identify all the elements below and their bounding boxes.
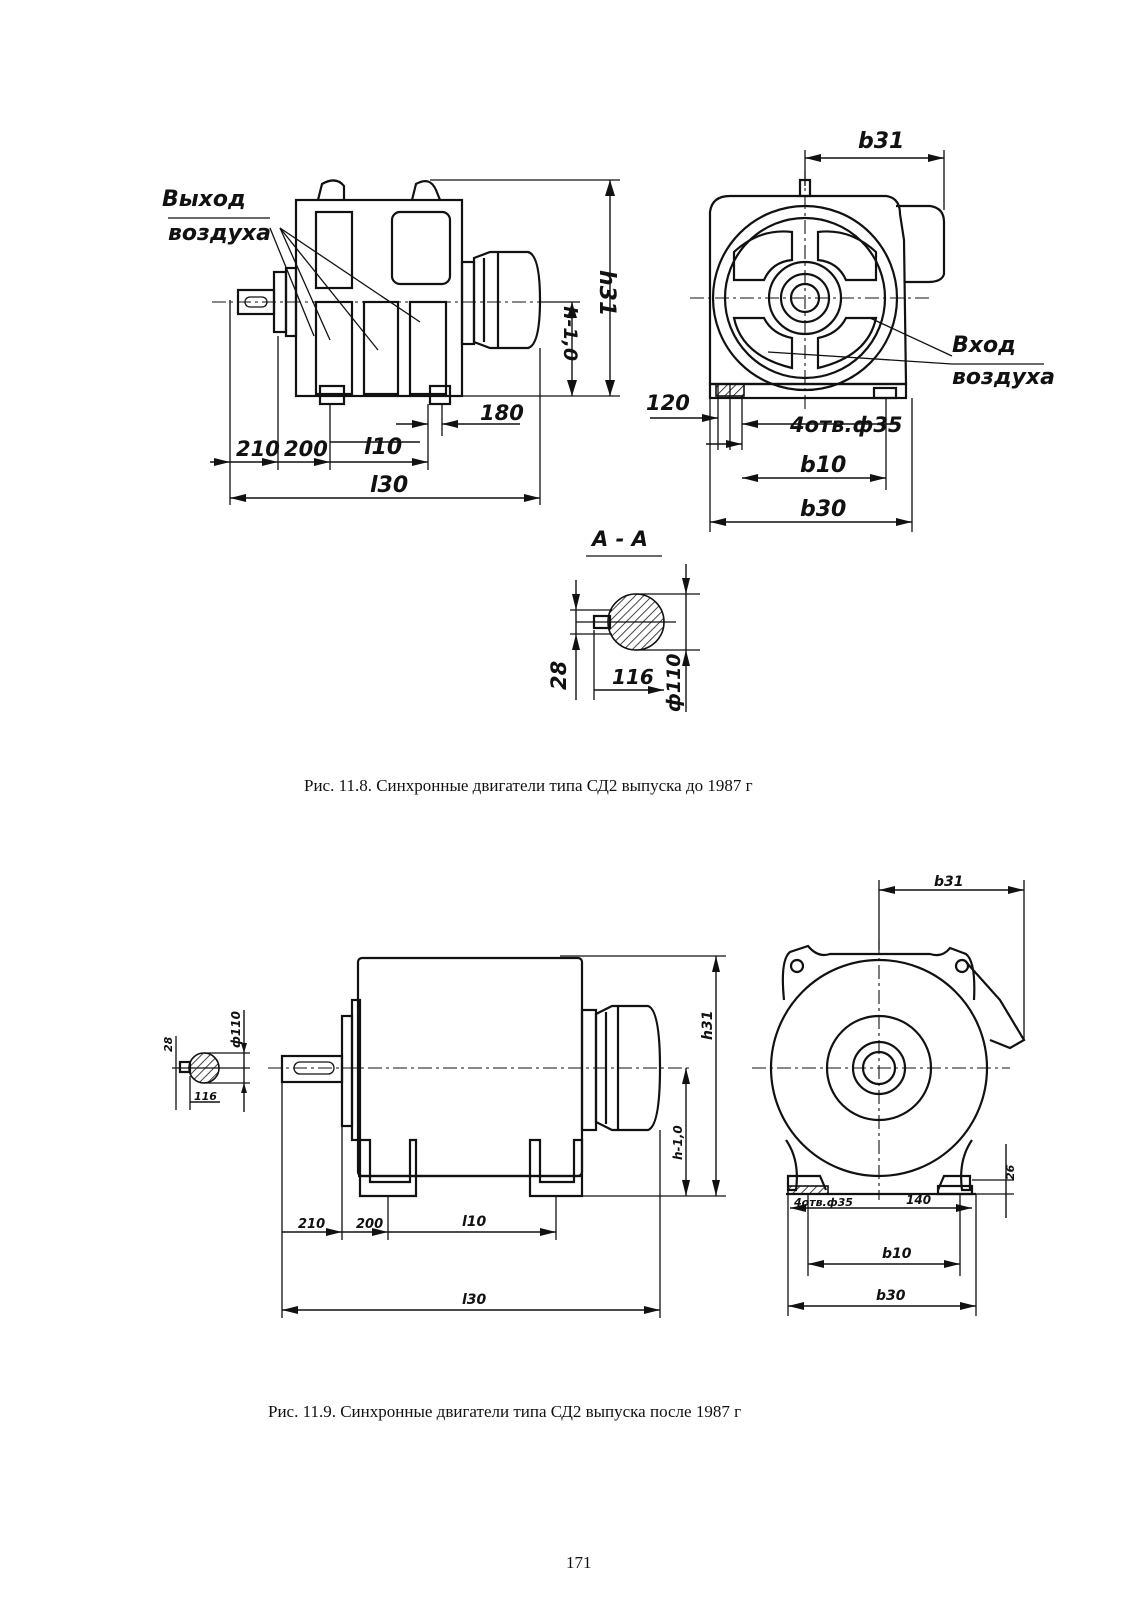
- figure-11-8-caption: Рис. 11.8. Синхронные двигатели типа СД2…: [304, 776, 753, 796]
- label-200: 200: [284, 437, 328, 461]
- label2-h31: h31: [700, 1011, 716, 1040]
- label2-200: 200: [356, 1217, 383, 1232]
- label-l30: l30: [370, 473, 408, 498]
- label-28: 28: [547, 661, 571, 690]
- label-air-in-1: Вход: [952, 333, 1016, 358]
- figure-11-9-side-view: [268, 956, 726, 1318]
- label-air-in-2: воздуха: [952, 365, 1055, 390]
- label-b30: b30: [800, 497, 846, 522]
- label-b10: b10: [800, 453, 846, 478]
- label-dia110: ф110: [663, 653, 685, 712]
- label-l10: l10: [364, 435, 402, 460]
- label2-holes: 4отв.ф35: [793, 1196, 853, 1209]
- label-air-out-1: Выход: [162, 187, 246, 212]
- figure-11-9-caption: Рис. 11.9. Синхронные двигатели типа СД2…: [268, 1402, 741, 1422]
- label-h31: h31: [594, 270, 619, 316]
- label-180: 180: [480, 401, 524, 425]
- label2-116: 116: [194, 1090, 217, 1103]
- label-120: 120: [646, 391, 690, 415]
- label2-b10: b10: [882, 1246, 912, 1262]
- label2-210: 210: [298, 1217, 325, 1232]
- label-h-base: h-1,0: [559, 306, 581, 361]
- label-air-out-2: воздуха: [168, 221, 271, 246]
- label2-l10: l10: [462, 1214, 487, 1230]
- label2-l30: l30: [462, 1292, 487, 1308]
- label2-dia110: ф110: [229, 1011, 243, 1048]
- label-210: 210: [236, 437, 280, 461]
- label2-140: 140: [906, 1193, 931, 1207]
- label2-b30: b30: [876, 1288, 906, 1304]
- page-number: 171: [566, 1553, 592, 1573]
- label2-28: 28: [162, 1036, 175, 1052]
- label-holes: 4отв.ф35: [789, 413, 903, 437]
- label-section-a-a: А - А: [590, 527, 648, 551]
- label2-26: 26: [1004, 1164, 1017, 1180]
- label2-h-base: h-1,0: [671, 1125, 685, 1160]
- label2-b31: b31: [934, 874, 964, 890]
- label-116: 116: [612, 665, 654, 689]
- label-b31: b31: [858, 129, 904, 154]
